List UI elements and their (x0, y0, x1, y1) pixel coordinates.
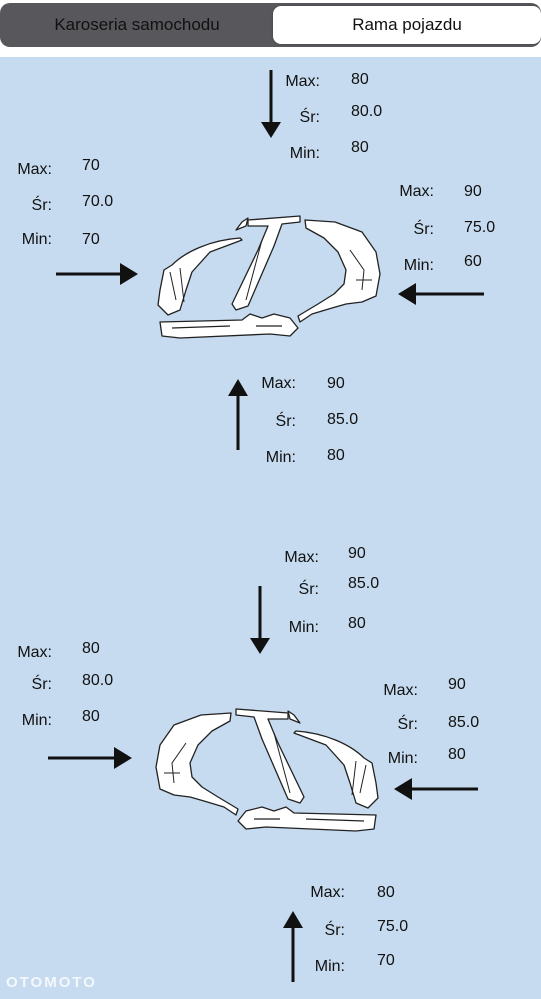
max-label: Max: (383, 682, 418, 699)
max-value: 90 (327, 375, 345, 392)
min-value: 60 (464, 253, 482, 270)
arrow-right-icon (56, 263, 138, 285)
segmented-control: Karoseria samochodu Rama pojazdu (0, 3, 541, 47)
min-value: 80 (348, 615, 366, 632)
arrow-down-icon (261, 70, 281, 138)
min-label: Min: (21, 231, 52, 248)
arrow-left-icon (394, 778, 478, 800)
max-label: Max: (17, 644, 52, 661)
avg-value: 85.0 (327, 411, 359, 428)
min-label: Min: (265, 449, 296, 466)
min-label: Min: (314, 958, 345, 975)
measurement-panel-1: Max: 80 Śr: 80.0 Min: 80 Max: 70 Śr: 70.… (17, 70, 496, 466)
max-value: 80 (377, 884, 395, 901)
max-label: Max: (285, 73, 320, 90)
max-value: 90 (348, 545, 366, 562)
avg-value: 80.0 (351, 103, 383, 120)
max-label: Max: (399, 183, 434, 200)
avg-value: 85.0 (348, 575, 380, 592)
max-value: 70 (82, 157, 100, 174)
min-value: 80 (82, 708, 100, 725)
car-frame-side-icon (157, 215, 381, 339)
arrow-up-icon (283, 911, 303, 982)
min-value: 80 (448, 746, 466, 763)
arrow-left-icon (398, 283, 484, 305)
avg-label: Śr: (31, 197, 52, 214)
max-value: 80 (351, 71, 369, 88)
tab-vehicle-frame[interactable]: Rama pojazdu (273, 6, 541, 44)
avg-label: Śr: (275, 413, 296, 430)
max-value: 90 (464, 183, 482, 200)
max-label: Max: (261, 375, 296, 392)
arrow-up-icon (228, 379, 248, 450)
avg-label: Śr: (299, 109, 320, 126)
arrow-right-icon (48, 747, 132, 769)
avg-value: 85.0 (448, 714, 480, 731)
avg-label: Śr: (298, 581, 319, 598)
top-bar: Karoseria samochodu Rama pojazdu (0, 0, 541, 57)
min-value: 70 (82, 231, 100, 248)
watermark: OTOMOTO (6, 974, 97, 991)
avg-value: 80.0 (82, 672, 114, 689)
avg-label: Śr: (397, 716, 418, 733)
min-value: 80 (327, 447, 345, 464)
min-value: 70 (377, 952, 395, 969)
min-label: Min: (403, 257, 434, 274)
min-value: 80 (351, 139, 369, 156)
max-value: 90 (448, 676, 466, 693)
max-value: 80 (82, 640, 100, 657)
max-label: Max: (17, 161, 52, 178)
min-label: Min: (387, 750, 418, 767)
min-label: Min: (21, 712, 52, 729)
avg-label: Śr: (31, 676, 52, 693)
avg-value: 75.0 (464, 219, 496, 236)
avg-label: Śr: (413, 221, 434, 238)
min-label: Min: (288, 619, 319, 636)
avg-value: 75.0 (377, 918, 409, 935)
max-label: Max: (284, 549, 319, 566)
max-label: Max: (310, 884, 345, 901)
arrow-down-icon (250, 586, 270, 654)
avg-label: Śr: (324, 922, 345, 939)
avg-value: 70.0 (82, 193, 114, 210)
car-frame-side-icon (155, 708, 379, 832)
tab-car-body[interactable]: Karoseria samochodu (54, 15, 220, 34)
min-label: Min: (289, 145, 320, 162)
